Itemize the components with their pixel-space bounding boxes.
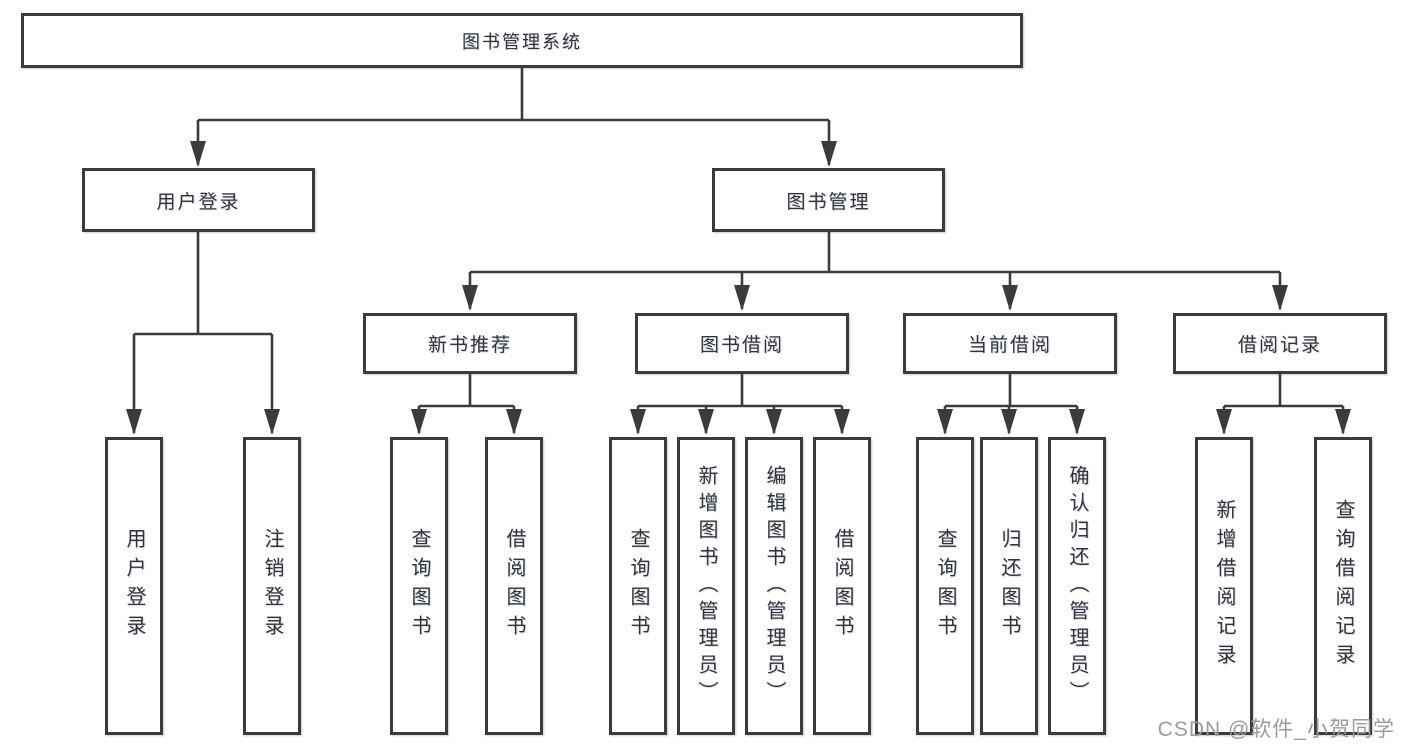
- node-label: 借阅记录: [1237, 335, 1322, 356]
- node-current-borrow: 当前借阅: [903, 313, 1117, 374]
- node-label: 查询图书: [934, 528, 956, 644]
- node-label: 当前借阅: [967, 335, 1052, 356]
- leaf-confirm-return-admin: 确认归还（管理员）: [1048, 437, 1106, 735]
- node-label: 图书借阅: [699, 335, 784, 356]
- node-label: 查询图书: [627, 528, 649, 644]
- leaf-query-borrow-record: 查询借阅记录: [1314, 437, 1372, 735]
- leaf-borrow-book-recommend: 借阅图书: [485, 437, 543, 735]
- node-label: 图书管理系统: [462, 31, 582, 52]
- edge-root-to-level2: [190, 68, 837, 167]
- node-borrow-record: 借阅记录: [1173, 313, 1387, 374]
- node-label: 查询借阅记录: [1332, 499, 1354, 673]
- csdn-watermark: CSDN @软件_小贺同学: [1157, 718, 1395, 741]
- node-label: 新增借阅记录: [1213, 499, 1235, 673]
- node-label: 新增图书（管理员）: [695, 464, 717, 708]
- node-label: 编辑图书（管理员）: [763, 464, 785, 708]
- leaf-add-book-admin: 新增图书（管理员）: [677, 437, 735, 735]
- node-label: 确认归还（管理员）: [1066, 464, 1088, 708]
- edge-user-login-to-leaves: [126, 232, 280, 435]
- leaf-borrow-book: 借阅图书: [813, 437, 871, 735]
- leaf-query-current-book: 查询图书: [916, 437, 974, 735]
- node-book-borrow: 图书借阅: [635, 313, 849, 374]
- node-label: 新书推荐: [427, 335, 512, 356]
- node-library-management-system: 图书管理系统: [21, 13, 1023, 68]
- node-new-book-recommend: 新书推荐: [363, 313, 577, 374]
- node-label: 归还图书: [998, 528, 1020, 644]
- leaf-logout: 注销登录: [243, 437, 301, 735]
- node-label: 图书管理: [786, 191, 871, 213]
- node-label: 借阅图书: [503, 528, 525, 644]
- leaf-query-book: 查询图书: [609, 437, 667, 735]
- edge-current-borrow-to-leaves: [937, 374, 1085, 435]
- edge-book-borrow-to-leaves: [630, 374, 850, 435]
- node-label: 注销登录: [261, 528, 283, 644]
- leaf-user-login: 用户登录: [105, 437, 163, 735]
- edge-borrow-record-to-leaves: [1216, 374, 1351, 435]
- leaf-add-borrow-record: 新增借阅记录: [1195, 437, 1253, 735]
- node-label: 借阅图书: [831, 528, 853, 644]
- leaf-edit-book-admin: 编辑图书（管理员）: [745, 437, 803, 735]
- node-label: 查询图书: [408, 528, 430, 644]
- node-label: 用户登录: [123, 528, 145, 644]
- edge-book-management-to-level3: [462, 232, 1288, 311]
- leaf-return-book: 归还图书: [980, 437, 1038, 735]
- node-book-management: 图书管理: [712, 168, 945, 232]
- node-label: 用户登录: [156, 191, 241, 213]
- node-user-login: 用户登录: [82, 168, 315, 232]
- leaf-query-book-recommend: 查询图书: [390, 437, 448, 735]
- edge-new-book-recommend-to-leaves: [411, 374, 522, 435]
